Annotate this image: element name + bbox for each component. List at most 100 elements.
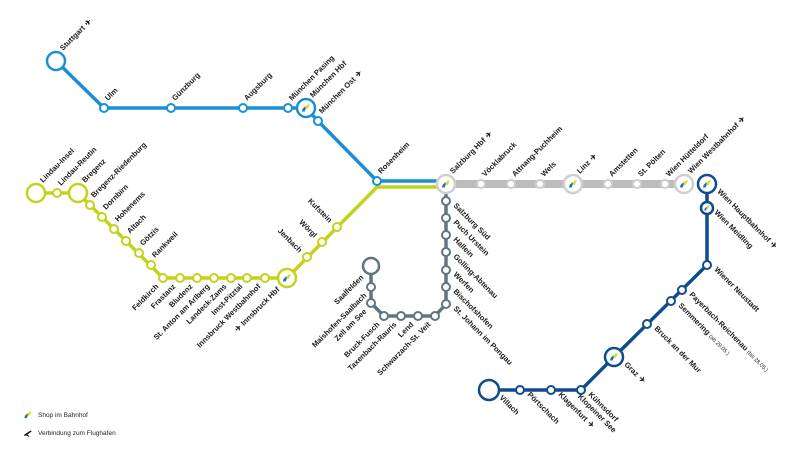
station-marker[interactable] [506, 179, 516, 189]
station-marker[interactable] [317, 237, 327, 247]
station-label-group: Pörtschach [526, 390, 562, 426]
station-label: Villach [498, 393, 522, 417]
station-name: Wels [539, 160, 558, 179]
station-marker[interactable] [430, 311, 440, 321]
station-marker[interactable] [396, 311, 406, 321]
station-label: Pörtschach [526, 390, 562, 426]
shop-icon [442, 180, 450, 188]
legend: Shop im Bahnhof Verbindung zum Flughafen [24, 411, 116, 437]
station-marker[interactable] [361, 256, 381, 276]
station-marker[interactable] [379, 311, 389, 321]
station-marker[interactable] [260, 273, 270, 283]
station-label: Ulm [103, 86, 120, 103]
stations [25, 50, 718, 402]
station-marker[interactable] [603, 346, 625, 368]
station-marker[interactable] [642, 319, 652, 329]
station-label-group: Payerbach-Reichenau(bis 28.05.) [688, 290, 769, 373]
station-marker[interactable] [666, 296, 676, 306]
shop-icon [704, 205, 710, 211]
station-marker[interactable] [441, 299, 451, 309]
station-marker[interactable] [99, 103, 109, 113]
station-marker[interactable] [276, 267, 298, 289]
station-marker[interactable] [146, 260, 156, 270]
station-marker[interactable] [696, 173, 718, 195]
station-label-group: Bruck an der Mur [653, 324, 704, 375]
station-name: Innsbruck Hbf [239, 285, 282, 328]
station-marker[interactable] [702, 260, 712, 270]
station-marker[interactable] [562, 173, 584, 195]
station-marker[interactable] [441, 247, 451, 257]
station-marker[interactable] [677, 285, 687, 295]
station-marker[interactable] [632, 179, 642, 189]
station-marker[interactable] [302, 252, 312, 262]
station-marker[interactable] [332, 222, 342, 232]
station-marker[interactable] [441, 282, 451, 292]
station-marker[interactable] [435, 173, 457, 195]
station-label-group: Linz✈ [575, 151, 599, 175]
station-marker[interactable] [515, 385, 525, 395]
station-marker[interactable] [441, 213, 451, 223]
station-marker[interactable] [134, 248, 144, 258]
station-name: Wörgl [297, 218, 319, 240]
station-label: Götzis [138, 225, 161, 248]
station-marker[interactable] [366, 298, 376, 308]
station-marker[interactable] [175, 273, 185, 283]
airplane-icon: ✈ [353, 68, 364, 79]
station-marker[interactable] [413, 311, 423, 321]
station-marker[interactable] [52, 188, 62, 198]
station-label-group: Ulm [103, 86, 120, 103]
airplane-icon: ✈ [586, 419, 597, 430]
station-marker[interactable] [366, 282, 376, 292]
station-marker[interactable] [441, 196, 451, 206]
station-marker[interactable] [535, 179, 545, 189]
station-marker[interactable] [372, 176, 382, 186]
station-label: Rosenheim [376, 140, 411, 175]
station-marker[interactable] [295, 97, 317, 119]
station-label: Günzburg [170, 70, 202, 102]
station-marker[interactable] [546, 385, 556, 395]
station-marker[interactable] [226, 273, 236, 283]
station-name: Ulm [103, 86, 120, 103]
station-name: Wiener Neustadt [713, 265, 762, 314]
station-label-group: Graz✈ [623, 360, 648, 385]
station-marker[interactable] [192, 273, 202, 283]
airplane-icon: ✈ [588, 151, 599, 162]
station-name: Günzburg [170, 70, 202, 102]
station-name: Pörtschach [526, 390, 562, 426]
station-marker[interactable] [242, 273, 252, 283]
station-marker[interactable] [85, 200, 95, 210]
shop-icon [283, 274, 291, 282]
station-marker[interactable] [476, 179, 486, 189]
station-marker[interactable] [603, 179, 613, 189]
station-marker[interactable] [441, 265, 451, 275]
station-name: Linz [575, 158, 592, 175]
station-marker[interactable] [166, 103, 176, 113]
station-marker[interactable] [209, 273, 219, 283]
station-label: Wels [539, 160, 558, 179]
station-marker[interactable] [97, 212, 107, 222]
station-marker[interactable] [283, 103, 293, 113]
station-label-group: Augsburg [242, 70, 274, 102]
station-label: Attnang-Puchheim [510, 124, 564, 178]
shop-icon [610, 353, 618, 361]
station-name: Rosenheim [376, 140, 411, 175]
station-marker[interactable] [45, 50, 67, 72]
shop-icon [302, 104, 310, 112]
station-label-group: St. Pölten [636, 147, 667, 178]
station-label: München Ost✈ [317, 68, 364, 115]
station-marker[interactable] [121, 236, 131, 246]
station-marker[interactable] [158, 273, 168, 283]
station-marker[interactable] [673, 173, 695, 195]
station-marker[interactable] [109, 224, 119, 234]
line-green [36, 185, 446, 280]
station-marker[interactable] [660, 179, 670, 189]
station-marker[interactable] [67, 182, 89, 204]
station-marker[interactable] [477, 378, 501, 402]
station-marker[interactable] [441, 230, 451, 240]
station-marker[interactable] [313, 116, 323, 126]
station-marker[interactable] [699, 200, 715, 216]
station-name: Kufstein [306, 197, 334, 225]
station-marker[interactable] [25, 182, 47, 204]
station-marker[interactable] [576, 385, 586, 395]
station-marker[interactable] [238, 103, 248, 113]
